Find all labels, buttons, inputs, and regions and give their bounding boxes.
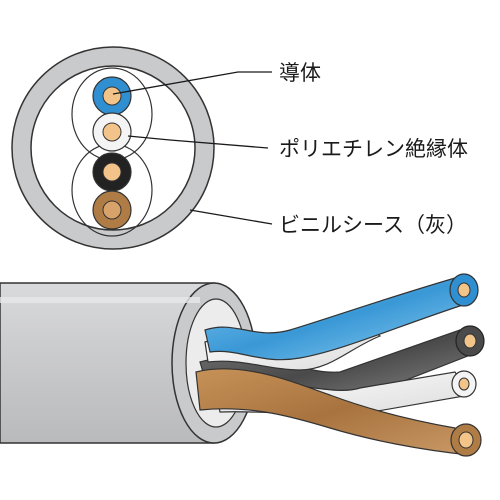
wire-blue bbox=[204, 273, 479, 361]
conductor-brown bbox=[102, 200, 122, 220]
conductor-white bbox=[102, 122, 122, 142]
cable-cutaway bbox=[0, 273, 485, 457]
white-core bbox=[92, 112, 132, 152]
leader-insulation bbox=[127, 135, 269, 149]
leader-sheath bbox=[189, 209, 273, 225]
brown-core bbox=[92, 190, 132, 230]
blue-core bbox=[92, 76, 132, 116]
cross-section bbox=[11, 46, 215, 250]
label-insulation: ポリエチレン絶縁体 bbox=[279, 137, 468, 161]
leader-conductor bbox=[112, 71, 272, 95]
conductor-blue bbox=[102, 86, 122, 106]
black-core bbox=[92, 152, 132, 192]
label-conductor: 導体 bbox=[279, 61, 321, 85]
wire-brown bbox=[195, 368, 482, 457]
label-sheath: ビニルシース（灰） bbox=[279, 213, 467, 237]
conductor-black bbox=[102, 162, 122, 182]
